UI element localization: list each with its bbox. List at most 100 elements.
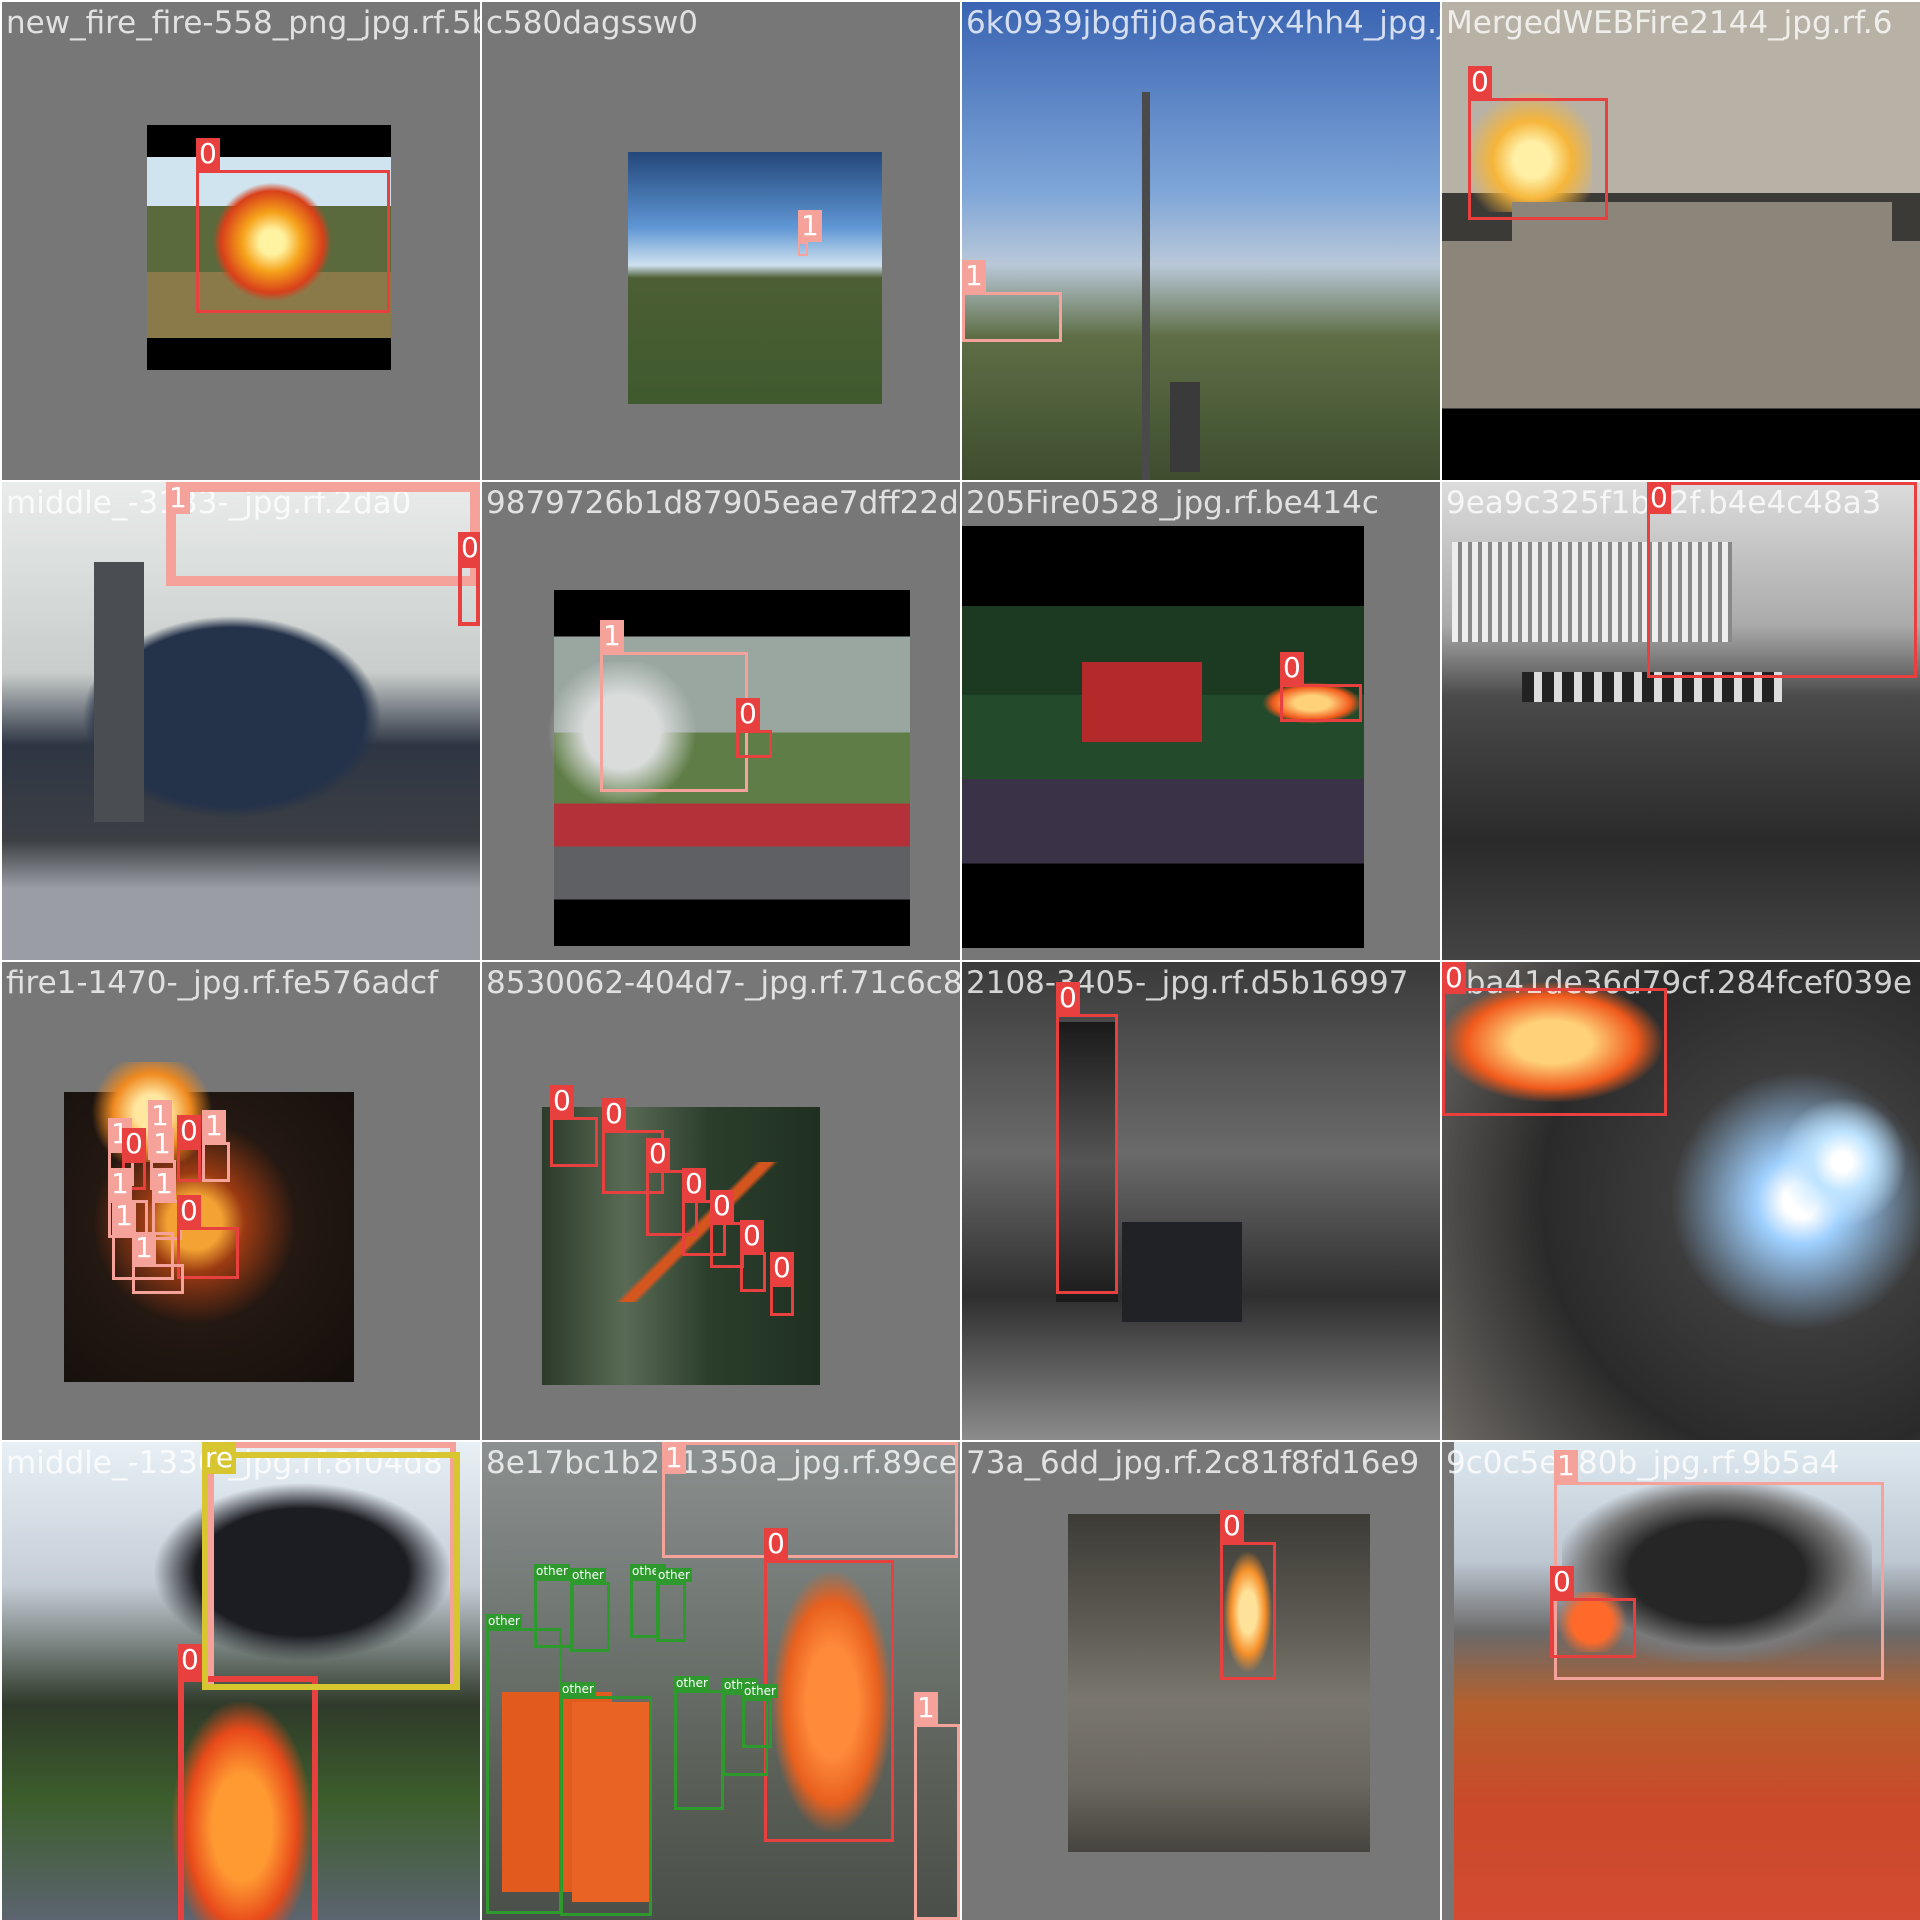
detection-box xyxy=(1442,988,1667,1116)
detection-label: 0 xyxy=(1468,66,1492,98)
tile-filename: 8530062-404d7-_jpg.rf.71c6c8 xyxy=(486,965,960,1001)
detection-label: 1 xyxy=(150,1128,174,1160)
detection-box xyxy=(196,170,390,313)
detection-label: 0 xyxy=(710,1190,734,1222)
detection-label: 1 xyxy=(112,1200,136,1232)
detection-box xyxy=(1647,482,1917,678)
detection-box xyxy=(166,482,480,586)
detection-box xyxy=(742,1698,772,1748)
detection-box xyxy=(1468,98,1608,220)
detection-box xyxy=(736,730,772,758)
detection-box xyxy=(764,1560,894,1842)
detection-label: 0 xyxy=(1280,652,1304,684)
tile-filename: fire1-1470-_jpg.rf.fe576adcf xyxy=(6,965,439,1001)
detection-box xyxy=(202,1452,460,1690)
detection-box xyxy=(178,1676,318,1920)
detection-label: re xyxy=(202,1442,237,1474)
mosaic-tile: middle_-1330-_jpg.rf.8f04d810re xyxy=(2,1442,480,1920)
photo-detail xyxy=(1512,202,1892,332)
detection-label: 0 xyxy=(177,1115,201,1147)
detection-label: 1 xyxy=(152,1168,176,1200)
photo-detail xyxy=(1472,82,1592,212)
detection-label: other xyxy=(534,1564,570,1578)
detection-label: 0 xyxy=(458,532,480,564)
detection-label: 0 xyxy=(196,138,220,170)
detection-box xyxy=(770,1284,794,1316)
detection-box xyxy=(1550,1598,1636,1658)
tile-filename: 205Fire0528_jpg.rf.be414c xyxy=(966,485,1379,521)
detection-box xyxy=(600,652,748,792)
photo-detail xyxy=(1772,1092,1912,1232)
detection-box xyxy=(202,1142,230,1182)
detection-box xyxy=(486,1628,562,1914)
photo-detail xyxy=(1262,682,1362,724)
tile-photo xyxy=(962,962,1440,1440)
detection-label: other xyxy=(656,1568,692,1582)
tile-filename: c580dagssw0 xyxy=(486,5,698,41)
detection-box xyxy=(798,242,808,256)
tile-photo xyxy=(962,2,1440,480)
detection-label: 0 xyxy=(764,1528,788,1560)
photo-detail xyxy=(1082,662,1202,742)
detection-label: 1 xyxy=(166,482,190,514)
detection-label: 1 xyxy=(202,1110,226,1142)
detection-label: 1 xyxy=(914,1692,938,1724)
detection-label: 1 xyxy=(600,620,624,652)
detection-label: 0 xyxy=(646,1138,670,1170)
detection-box xyxy=(962,292,1062,342)
detection-label: 1 xyxy=(962,260,986,292)
detection-box xyxy=(560,1696,652,1916)
detection-label: 0 xyxy=(550,1085,574,1117)
detection-label: other xyxy=(742,1684,778,1698)
photo-detail xyxy=(1442,982,1662,1102)
tile-filename: new_fire_fire-558_png_jpg.rf.5b9da7337f1… xyxy=(6,5,480,41)
detection-label: 0 xyxy=(1442,962,1466,994)
photo-detail xyxy=(1056,1022,1118,1302)
detection-label: 0 xyxy=(682,1168,706,1200)
tile-photo xyxy=(628,152,882,404)
mosaic-tile: new_fire_fire-558_png_jpg.rf.5b9da7337f1… xyxy=(2,2,480,480)
detection-box xyxy=(570,1582,610,1652)
detection-box xyxy=(656,1582,686,1642)
mosaic-tile: 205Fire0528_jpg.rf.be414c 0 xyxy=(962,482,1440,960)
photo-detail xyxy=(542,662,702,802)
photo-detail xyxy=(1452,542,1732,642)
detection-label: 1 xyxy=(132,1232,156,1264)
detection-box xyxy=(177,1227,239,1279)
photo-detail xyxy=(212,182,332,302)
detection-box xyxy=(674,1690,724,1810)
detection-label: 1 xyxy=(108,1168,132,1200)
detection-label: 1 xyxy=(148,1100,172,1132)
photo-detail xyxy=(172,1702,312,1920)
detection-label: 0 xyxy=(1220,1510,1244,1542)
photo-detail xyxy=(1122,1222,1242,1322)
photo-detail xyxy=(572,1702,652,1902)
detection-box xyxy=(646,1170,698,1236)
tile-filename: 73a_6dd_jpg.rf.2c81f8fd16e9 xyxy=(966,1445,1420,1481)
tile-filename: 9879726b1d87905eae7dff22d2 xyxy=(486,485,960,521)
detection-label: 0 xyxy=(1647,482,1671,514)
detection-box xyxy=(550,1117,598,1167)
detection-label: 0 xyxy=(1056,982,1080,1014)
detection-label: 0 xyxy=(122,1128,146,1160)
detection-label: other xyxy=(570,1568,606,1582)
detection-label: 0 xyxy=(602,1098,626,1130)
detection-box xyxy=(177,1147,201,1182)
photo-detail xyxy=(1142,92,1150,480)
detection-label: other xyxy=(560,1682,596,1696)
detection-label: 0 xyxy=(178,1644,202,1676)
photo-detail xyxy=(1170,382,1200,472)
detection-box xyxy=(914,1724,960,1920)
detection-label: other xyxy=(674,1676,710,1690)
